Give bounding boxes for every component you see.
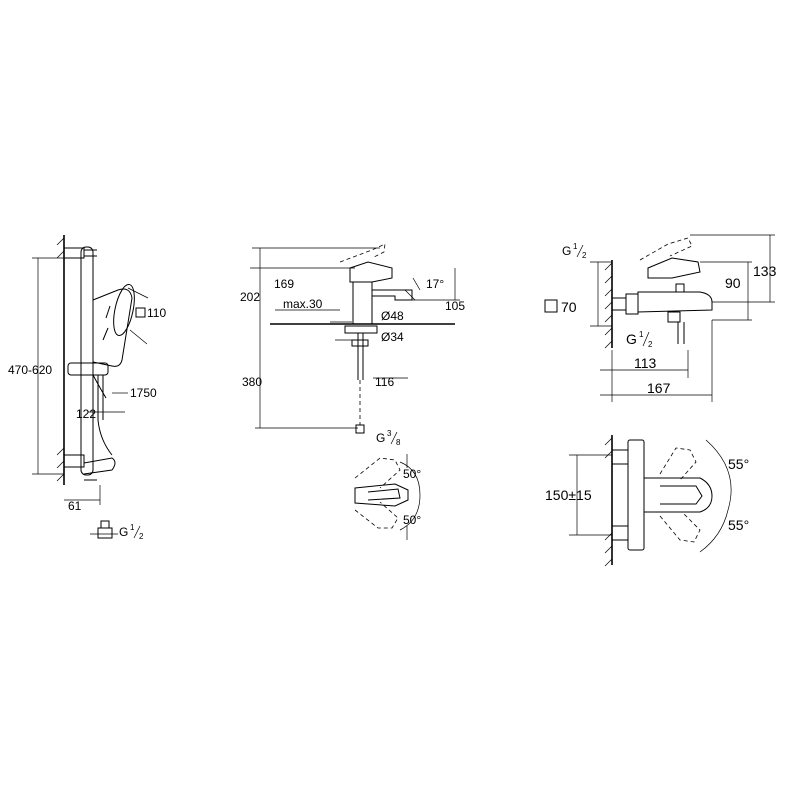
square-symbol-icon [135, 307, 146, 318]
shower-rail-set-drawing [32, 235, 149, 539]
bath-thread-bottom-g-label: G [626, 331, 637, 347]
bath-mixer-drawing [569, 234, 775, 567]
basin-diameter-34-label: Ø34 [381, 330, 404, 344]
bath-angle-bottom-label: 55° [728, 517, 749, 533]
bath-height-90-label: 90 [725, 275, 741, 291]
rail-spacing-label: 122 [76, 407, 96, 421]
bath-width-167-label: 167 [647, 380, 671, 396]
basin-angle-17-label: 17° [426, 277, 444, 291]
shower-thread-denominator: 2 [139, 532, 144, 541]
shower-thread-g-label: G [119, 525, 128, 539]
bath-thread-top-denominator: 2 [582, 251, 587, 260]
basin-height-105-label: 105 [445, 299, 465, 313]
basin-angle-top-label: 50° [403, 467, 421, 481]
bath-thread-bottom-numerator: 1 [639, 330, 644, 339]
shower-thread-numerator: 1 [130, 523, 135, 532]
bath-thread-top-numerator: 1 [573, 242, 578, 251]
bath-square-70-label: 70 [561, 299, 577, 315]
square-symbol-icon [544, 299, 558, 313]
basin-diameter-48-label: Ø48 [381, 309, 404, 323]
bath-width-113-label: 113 [634, 355, 657, 371]
basin-mixer-drawing [250, 243, 460, 540]
hose-length-label: 1750 [130, 386, 157, 400]
shower-height-range-label: 470-620 [8, 363, 52, 377]
bath-thread-bottom-denominator: 2 [648, 340, 653, 349]
basin-thread-g-label: G [376, 431, 385, 445]
basin-thread-denominator: 8 [396, 438, 401, 447]
bath-center-distance-label: 150±15 [545, 487, 592, 503]
wall-offset-label: 61 [68, 499, 82, 513]
basin-height-169-label: 169 [274, 277, 294, 291]
bath-height-133-label: 133 [753, 263, 777, 279]
basin-height-380-label: 380 [242, 375, 262, 389]
shower-head-size-label: 110 [147, 306, 166, 320]
basin-max30-label: max.30 [283, 297, 323, 311]
basin-thread-numerator: 3 [387, 429, 392, 438]
bath-angle-top-label: 55° [728, 456, 749, 472]
bath-thread-top-g-label: G [562, 244, 571, 258]
basin-angle-bottom-label: 50° [403, 513, 421, 527]
basin-width-116-label: 116 [375, 375, 394, 389]
basin-height-202-label: 202 [240, 290, 260, 304]
